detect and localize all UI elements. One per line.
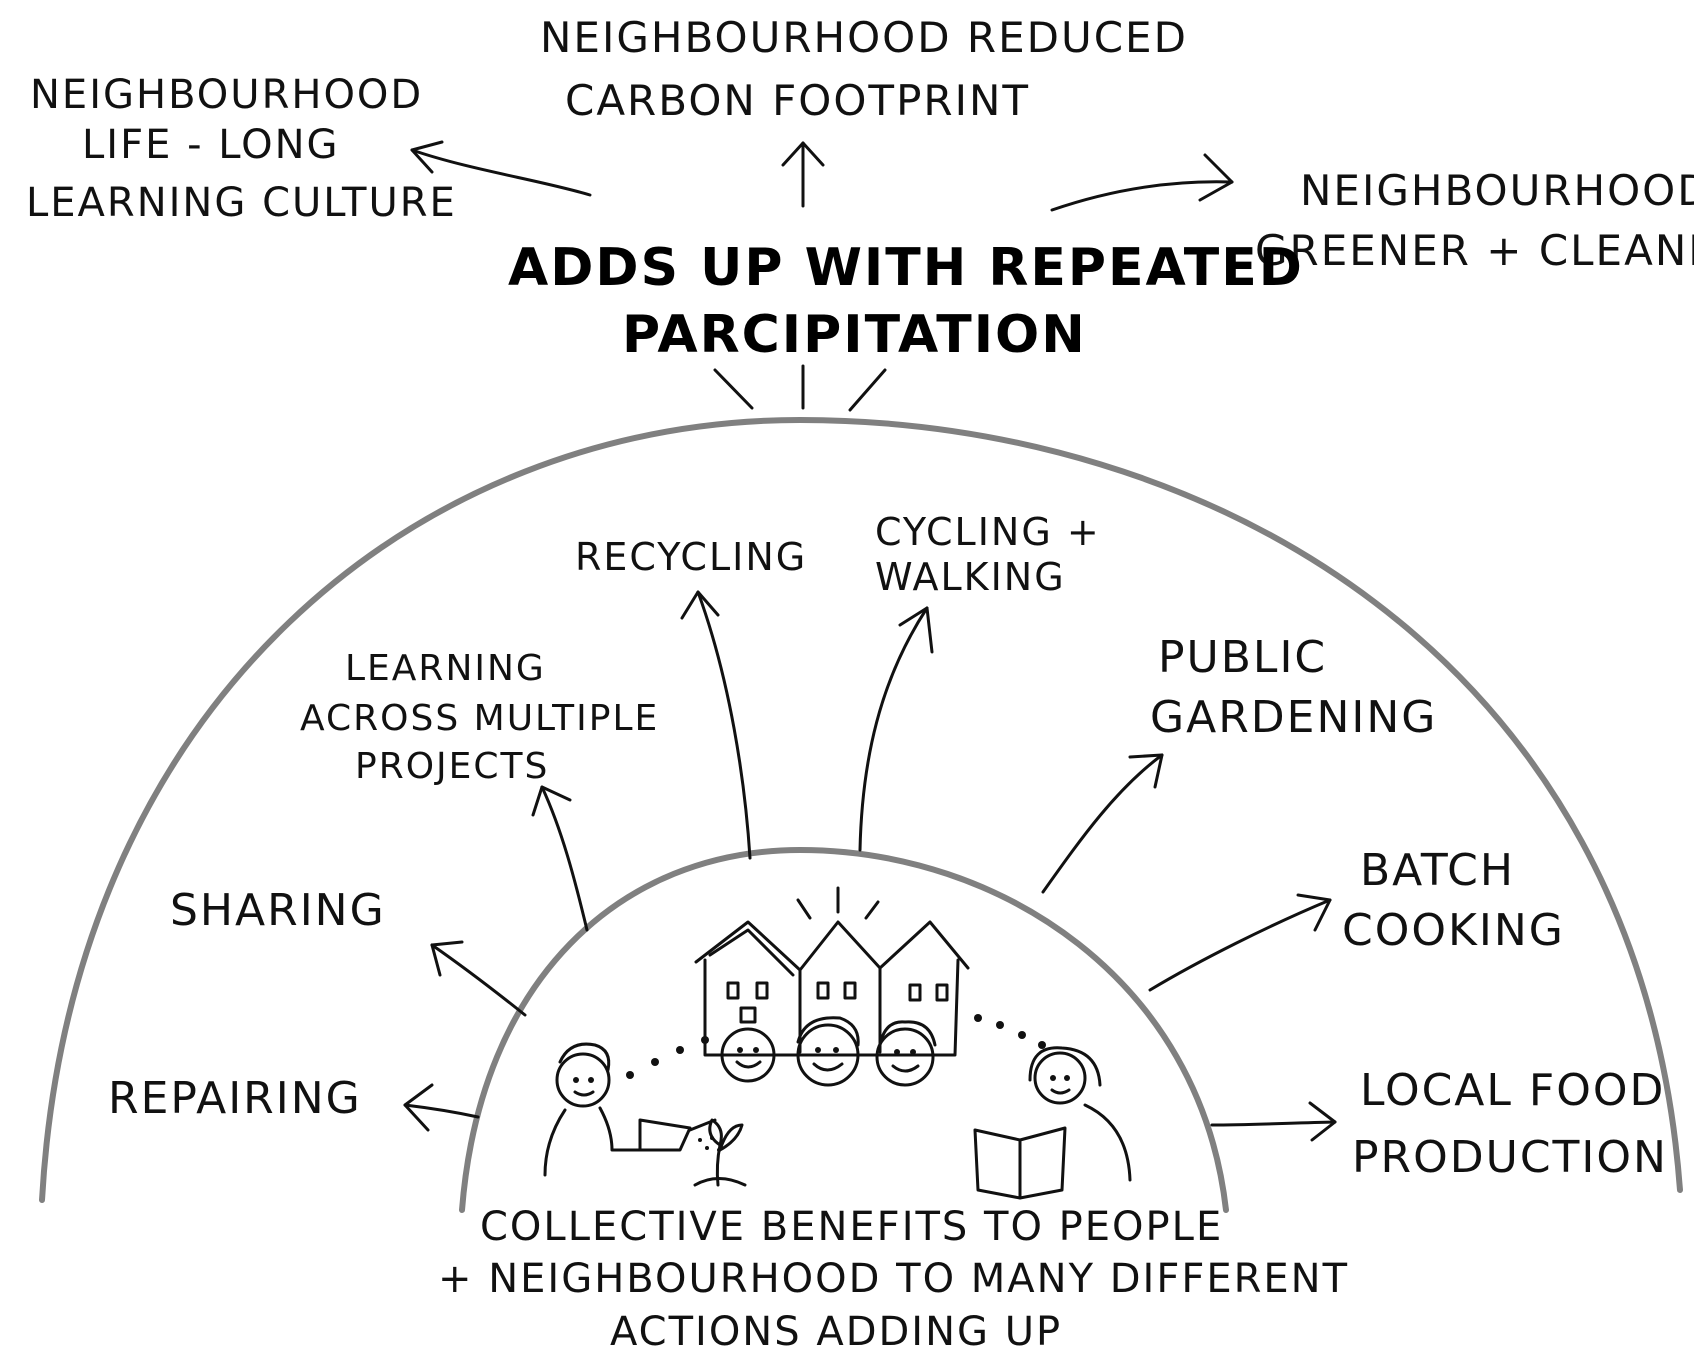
action-local-food-line2: PRODUCTION: [1352, 1132, 1668, 1183]
action-public-gardening-line1: PUBLIC: [1158, 632, 1327, 683]
action-local-food: LOCAL FOOD PRODUCTION: [1352, 1065, 1668, 1183]
outcome-lifelong-learning-line2: LIFE - LONG: [82, 122, 340, 168]
outcome-reduced-carbon-line2: CARBON FOOTPRINT: [565, 76, 1030, 125]
action-cycling-walking-line1: CYCLING +: [875, 510, 1101, 554]
face-right: [875, 1027, 935, 1087]
face-left: [720, 1027, 776, 1083]
headline-line2: PARCIPITATION: [622, 305, 1087, 365]
arrow-to-cycling-walking: [858, 606, 934, 852]
arrow-to-learning: [531, 785, 589, 932]
dotted-connections: [626, 1014, 1046, 1079]
action-public-gardening: PUBLIC GARDENING: [1150, 632, 1437, 743]
arrow-to-repairing: [403, 1083, 480, 1132]
action-batch-cooking-line1: BATCH: [1360, 845, 1515, 896]
action-learning-line3: PROJECTS: [355, 746, 549, 787]
action-sharing: SHARING: [170, 885, 386, 936]
action-repairing: REPAIRING: [108, 1073, 362, 1124]
action-cycling-walking: CYCLING + WALKING: [875, 510, 1101, 599]
caption-line1: COLLECTIVE BENEFITS TO PEOPLE: [480, 1204, 1223, 1250]
arrow-to-local-food: [1210, 1101, 1337, 1142]
action-local-food-line1: LOCAL FOOD: [1360, 1065, 1665, 1116]
outcome-lifelong-learning-line1: NEIGHBOURHOOD: [30, 72, 423, 118]
person-watering-plant: [543, 1042, 721, 1177]
outcome-lifelong-learning-line3: LEARNING CULTURE: [26, 180, 457, 226]
caption-line2: + NEIGHBOURHOOD TO MANY DIFFERENT: [438, 1256, 1349, 1302]
action-learning: LEARNING ACROSS MULTIPLE PROJECTS: [300, 648, 659, 787]
action-public-gardening-line2: GARDENING: [1150, 692, 1437, 743]
person-reading-book: [973, 1046, 1132, 1200]
action-cycling-walking-line2: WALKING: [875, 555, 1066, 599]
action-batch-cooking-line2: COOKING: [1342, 905, 1565, 956]
emphasis-strokes-top: [713, 364, 887, 412]
arrow-to-batch-cooking: [1148, 893, 1332, 992]
arrow-to-sharing: [430, 940, 527, 1017]
arrow-to-reduced-carbon: [781, 141, 825, 208]
outcome-lifelong-learning: NEIGHBOURHOOD LIFE - LONG LEARNING CULTU…: [26, 72, 457, 226]
outcome-greener-cleaner-line1: NEIGHBOURHOOD: [1300, 166, 1694, 215]
outer-dome: [39, 416, 1683, 1203]
face-center: [796, 1023, 860, 1087]
faces-group: [720, 1016, 937, 1087]
action-batch-cooking: BATCH COOKING: [1342, 845, 1565, 956]
caption-line3: ACTIONS ADDING UP: [610, 1309, 1062, 1355]
arrow-to-recycling: [680, 590, 752, 860]
action-learning-line1: LEARNING: [345, 648, 546, 689]
outcome-reduced-carbon: NEIGHBOURHOOD REDUCED CARBON FOOTPRINT: [540, 13, 1188, 125]
sprouting-plant: [693, 1118, 747, 1187]
caption: COLLECTIVE BENEFITS TO PEOPLE + NEIGHBOU…: [438, 1204, 1349, 1355]
action-recycling: RECYCLING: [575, 535, 807, 579]
headline-line1: ADDS UP WITH REPEATED: [508, 238, 1304, 298]
outcome-greener-cleaner-line2: GREENER + CLEANER: [1255, 226, 1694, 275]
arrow-to-greener-cleaner: [1050, 153, 1234, 212]
arrow-to-lifelong-learning: [410, 140, 592, 197]
inner-dome: [459, 846, 1229, 1213]
outcome-reduced-carbon-line1: NEIGHBOURHOOD REDUCED: [540, 13, 1188, 62]
outcome-greener-cleaner: NEIGHBOURHOOD GREENER + CLEANER: [1255, 166, 1694, 275]
headline: ADDS UP WITH REPEATED PARCIPITATION: [508, 238, 1304, 365]
action-learning-line2: ACROSS MULTIPLE: [300, 698, 659, 739]
arrow-to-public-gardening: [1041, 753, 1164, 894]
houses-illustration: [694, 886, 970, 1057]
